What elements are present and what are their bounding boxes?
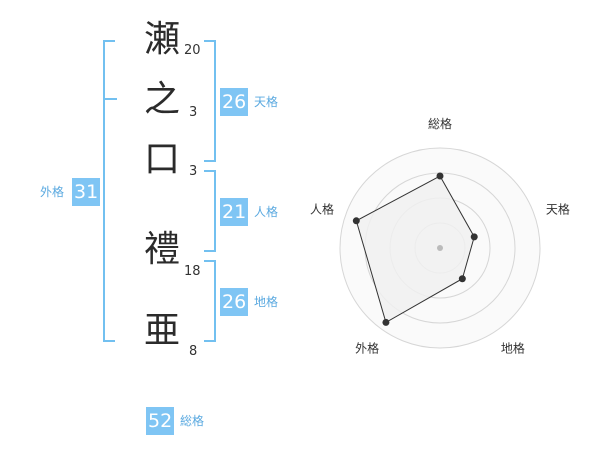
name-char-1: 瀬 — [143, 19, 180, 60]
name-char-5: 亜 — [143, 310, 180, 351]
chikaku-value-badge: 26 — [220, 288, 249, 316]
tenkaku-label: 天格 — [254, 95, 279, 109]
chikaku-label: 地格 — [254, 295, 279, 309]
radar-axis-label: 人格 — [310, 202, 334, 217]
radar-center-dot — [437, 245, 443, 251]
radar-axis-label: 総格 — [428, 116, 452, 131]
jinkaku-value-badge: 21 — [220, 198, 249, 226]
stroke-count-5: 8 — [189, 344, 198, 359]
radar-axis-label: 地格 — [501, 340, 525, 355]
gaikaku-value-badge: 31 — [72, 178, 101, 206]
stroke-count-4: 18 — [184, 264, 201, 279]
radar-axis-label: 天格 — [546, 202, 570, 217]
tenkaku-bracket — [204, 40, 216, 162]
radar-point-2 — [470, 233, 478, 241]
name-char-2: 之 — [143, 79, 180, 120]
stroke-count-3: 3 — [189, 164, 198, 179]
jinkaku-label: 人格 — [254, 205, 279, 219]
radar-point-1 — [436, 172, 444, 180]
stroke-count-2: 3 — [189, 105, 198, 120]
soukaku-label: 総格 — [180, 414, 205, 428]
soukaku-value-badge: 52 — [146, 407, 175, 435]
radar-point-4 — [382, 318, 390, 326]
chikaku-bracket — [204, 260, 216, 342]
gaikaku-label: 外格 — [40, 185, 65, 199]
radar-point-3 — [458, 275, 466, 283]
radar-area — [355, 175, 475, 324]
tenkaku-value-badge: 26 — [220, 88, 249, 116]
name-char-4: 禮 — [143, 229, 180, 270]
name-char-3: 口 — [143, 139, 180, 180]
radar-point-5 — [352, 217, 360, 225]
stroke-count-1: 20 — [184, 43, 201, 58]
radar-axis-label: 外格 — [355, 340, 379, 355]
gaikaku-bracket — [103, 40, 115, 342]
jinkaku-bracket — [204, 170, 216, 252]
gaikaku-bracket-tick — [105, 98, 117, 100]
